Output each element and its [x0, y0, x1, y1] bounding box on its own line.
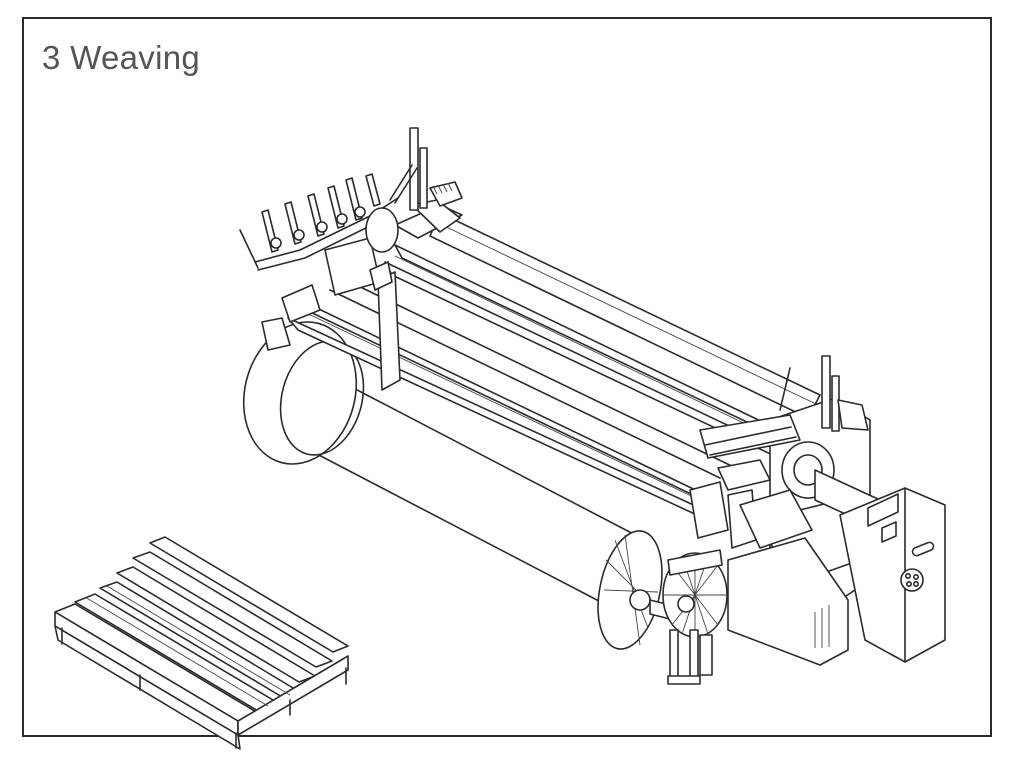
wooden-pallet — [54, 536, 349, 750]
reed-assembly — [689, 414, 813, 549]
drive-shaft-housing — [814, 469, 946, 663]
figure-title: 3 Weaving — [42, 39, 201, 76]
rear-frame — [394, 127, 463, 239]
flywheel — [662, 549, 728, 638]
weaving-loom — [239, 127, 946, 685]
left-frame — [281, 237, 401, 391]
heddle-levers — [239, 164, 418, 271]
support-legs — [667, 629, 713, 685]
right-posts — [779, 355, 869, 432]
